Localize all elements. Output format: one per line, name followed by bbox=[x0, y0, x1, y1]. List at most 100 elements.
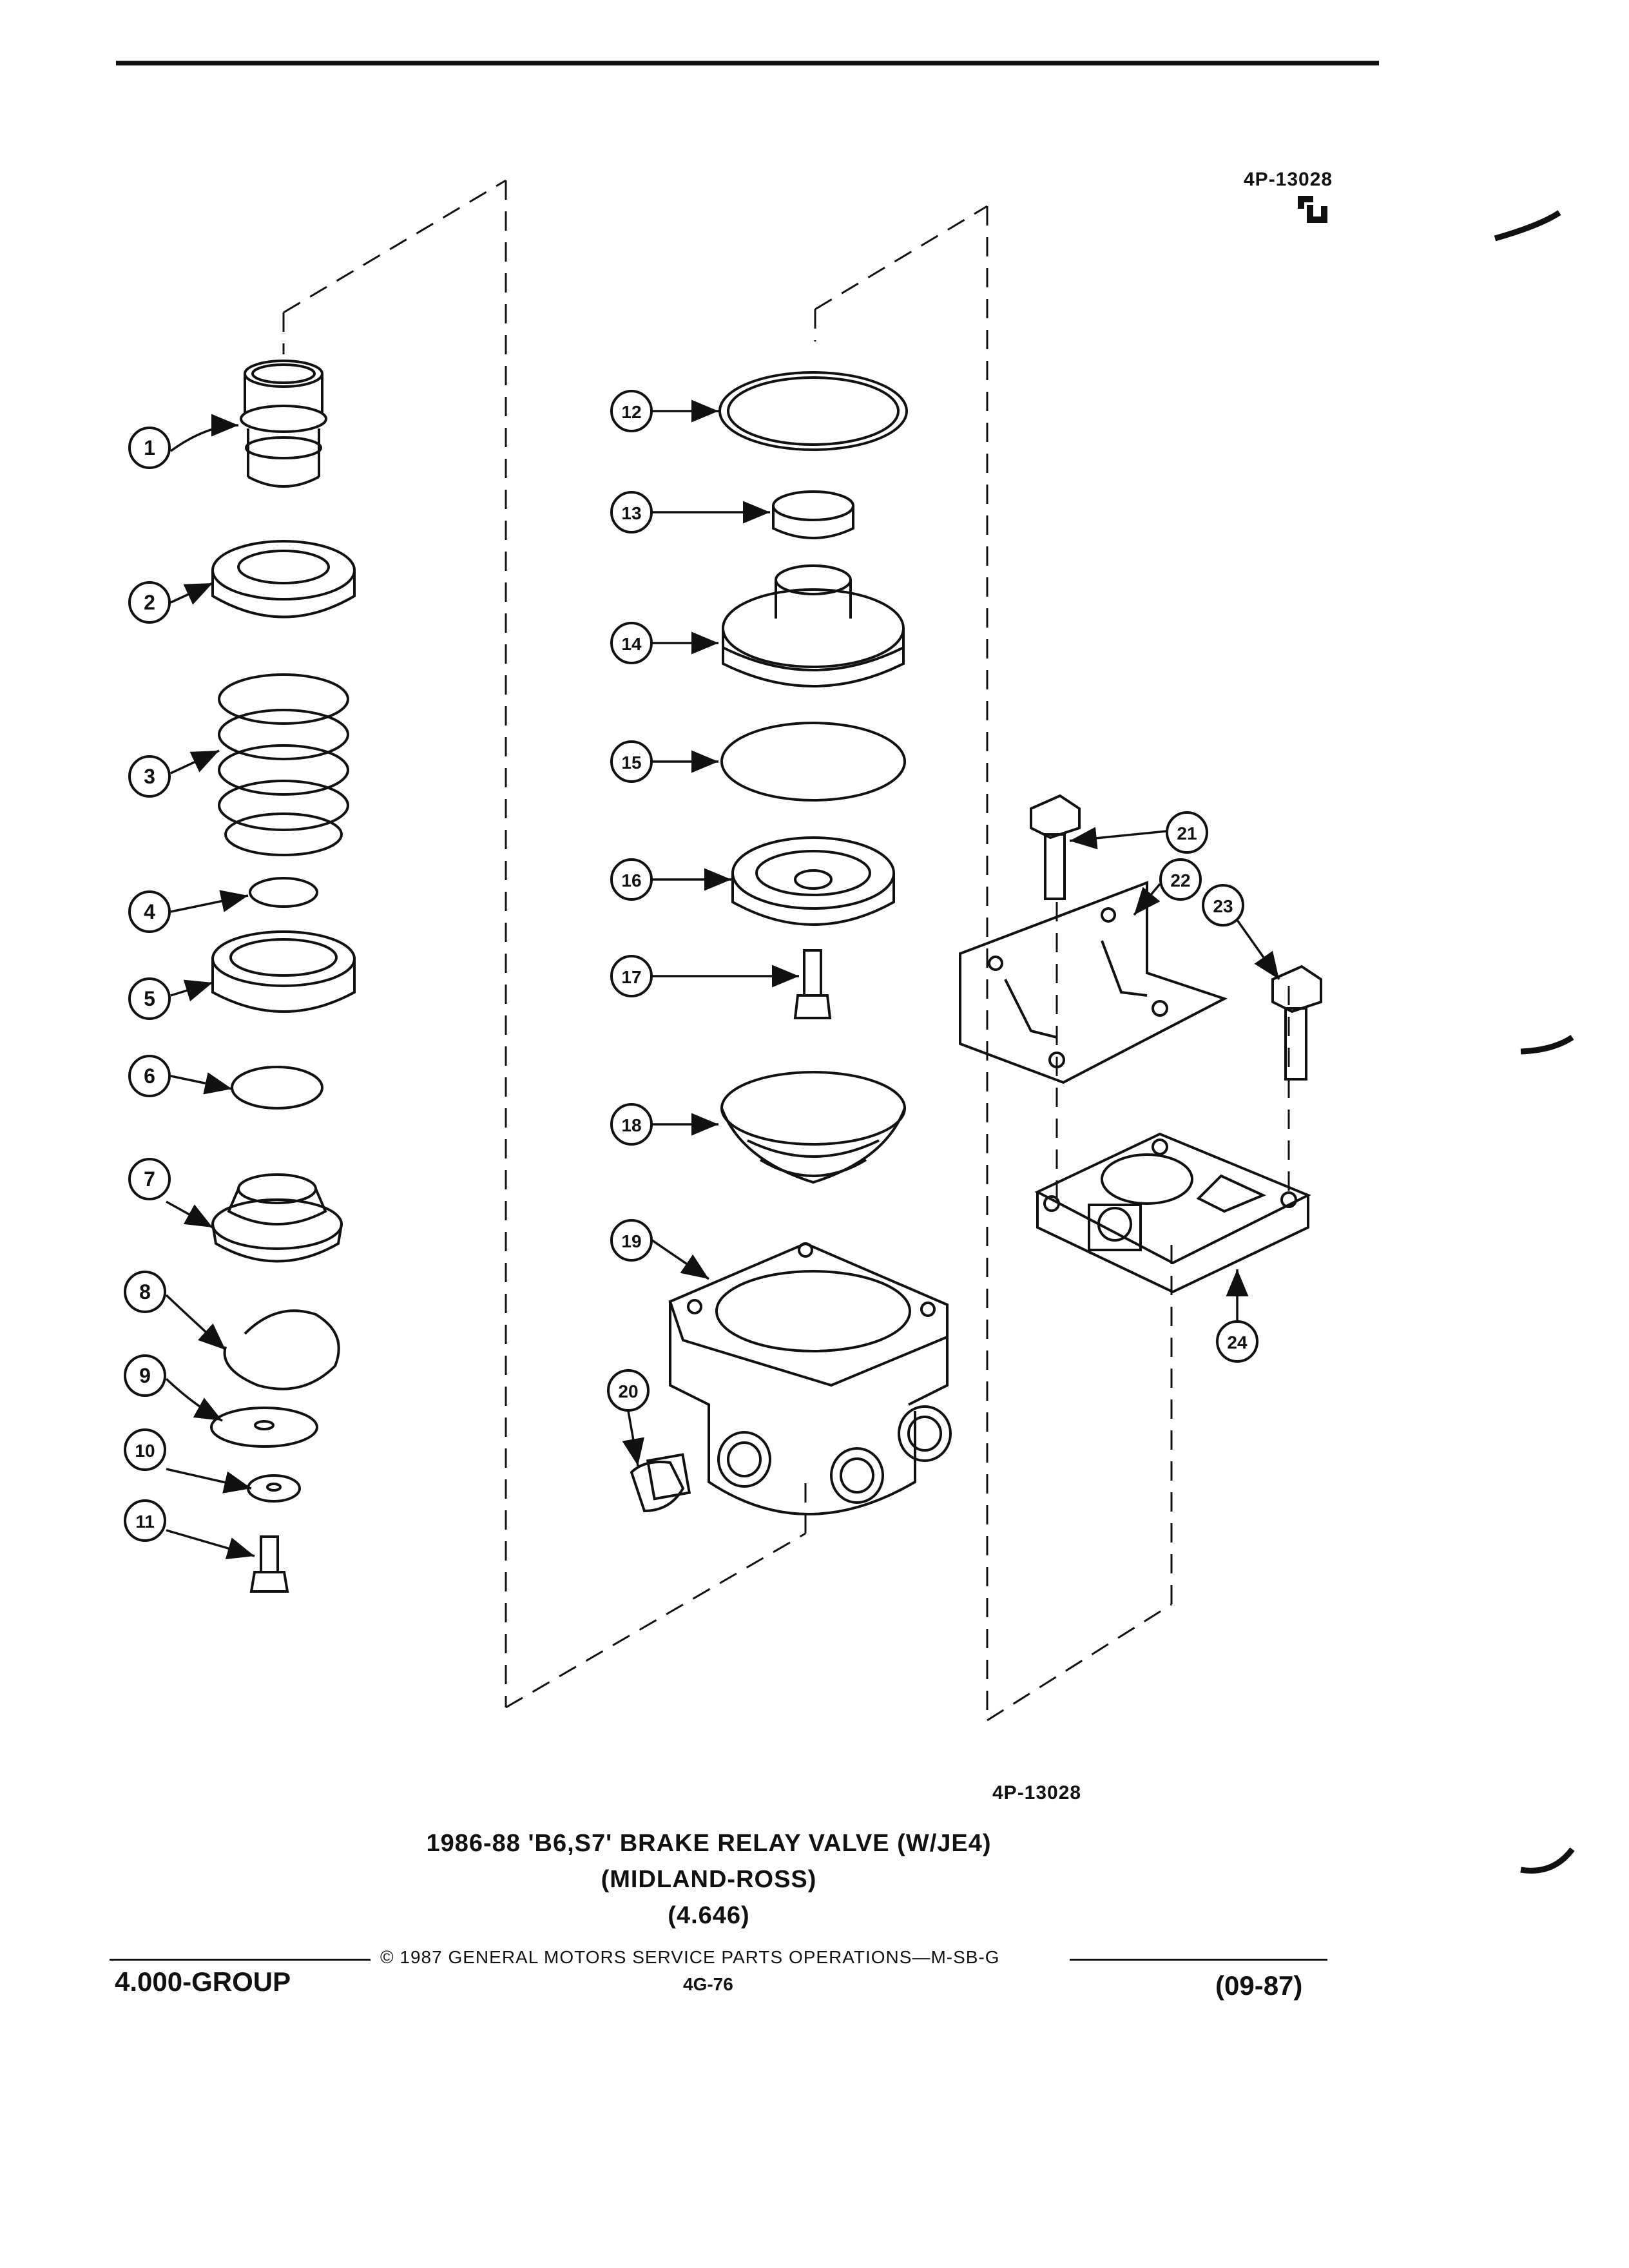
callout-circle-2 bbox=[128, 581, 171, 624]
leader-20 bbox=[622, 1410, 644, 1466]
leader-10 bbox=[166, 1468, 252, 1494]
leader-19 bbox=[651, 1239, 709, 1280]
callout-circle-14 bbox=[610, 622, 653, 664]
gm-spo-logo-icon bbox=[1298, 196, 1327, 223]
callout-number-15: 15 bbox=[621, 753, 641, 773]
callout-number-18: 18 bbox=[621, 1115, 641, 1135]
part-7-retainer bbox=[211, 1173, 343, 1263]
callout-number-17: 17 bbox=[621, 967, 641, 987]
callout-number-23: 23 bbox=[1213, 896, 1233, 916]
part-17-screw bbox=[793, 949, 832, 1019]
page-title-line-1: 1986-88 'B6,S7' BRAKE RELAY VALVE (W/JE4… bbox=[426, 1830, 992, 1857]
callout-circle-6 bbox=[128, 1055, 171, 1097]
edge-mark bbox=[1494, 210, 1561, 242]
callout-circle-19 bbox=[610, 1219, 653, 1262]
callout-circle-5 bbox=[128, 977, 171, 1020]
callout-circle-17 bbox=[610, 955, 653, 997]
part-14-piston bbox=[722, 564, 905, 687]
part-4-o-ring bbox=[249, 877, 318, 908]
leader-4 bbox=[170, 890, 249, 913]
leader-3 bbox=[170, 749, 220, 774]
callout-number-2: 2 bbox=[144, 591, 155, 614]
reference-number-bottom: 4P-13028 bbox=[992, 1782, 1082, 1803]
callout-circle-11 bbox=[124, 1499, 166, 1542]
part-3-spring bbox=[218, 673, 349, 856]
callout-circle-20 bbox=[607, 1369, 650, 1412]
part-6-o-ring bbox=[231, 1066, 323, 1110]
callout-number-21: 21 bbox=[1177, 823, 1197, 843]
center-frame-dashed-lines bbox=[814, 205, 1290, 1722]
callout-number-6: 6 bbox=[144, 1064, 155, 1088]
callout-circle-16 bbox=[610, 858, 653, 901]
part-1-sleeve bbox=[240, 360, 327, 488]
callout-circle-1 bbox=[128, 427, 171, 469]
callout-circle-22 bbox=[1159, 858, 1202, 901]
leader-9 bbox=[165, 1378, 223, 1422]
part-8-snap-ring bbox=[223, 1309, 340, 1390]
part-21-bolt bbox=[1030, 794, 1081, 900]
leader-6 bbox=[170, 1072, 233, 1095]
callout-number-3: 3 bbox=[144, 765, 155, 788]
part-15-seal bbox=[720, 722, 906, 802]
part-18-spring-cup bbox=[720, 1071, 906, 1184]
callout-circle-4 bbox=[128, 890, 171, 933]
leader-2 bbox=[170, 582, 213, 605]
callout-number-19: 19 bbox=[621, 1231, 641, 1251]
callout-circle-13 bbox=[610, 491, 653, 533]
copyright-notice: © 1987 GENERAL MOTORS SERVICE PARTS OPER… bbox=[380, 1947, 1000, 1967]
page-title-line-3: (4.646) bbox=[668, 1902, 750, 1929]
callout-number-10: 10 bbox=[135, 1441, 155, 1461]
callout-circle-10 bbox=[124, 1428, 166, 1471]
leader-23 bbox=[1236, 919, 1280, 981]
part-20-plug bbox=[630, 1453, 691, 1513]
callout-number-11: 11 bbox=[135, 1512, 155, 1532]
callout-number-1: 1 bbox=[144, 436, 155, 459]
date-label: (09-87) bbox=[1215, 1970, 1303, 2001]
callout-number-8: 8 bbox=[139, 1280, 151, 1303]
edge-mark bbox=[1520, 1847, 1575, 1874]
callout-circle-23 bbox=[1202, 884, 1244, 927]
leader-7 bbox=[166, 1200, 213, 1229]
part-9-washer bbox=[210, 1407, 318, 1448]
callout-circle-7 bbox=[128, 1158, 171, 1200]
leader-5 bbox=[170, 979, 213, 1002]
callout-number-13: 13 bbox=[621, 503, 641, 523]
callout-circle-8 bbox=[124, 1271, 166, 1313]
callout-circle-24 bbox=[1216, 1320, 1258, 1363]
part-23-bolt bbox=[1271, 965, 1322, 1081]
callout-circle-15 bbox=[610, 740, 653, 783]
footer-rule-right bbox=[1070, 1959, 1327, 1961]
leader-1 bbox=[169, 414, 239, 452]
leader-8 bbox=[165, 1294, 227, 1351]
callout-circle-3 bbox=[128, 755, 171, 798]
part-13-ring bbox=[772, 490, 854, 539]
callout-number-14: 14 bbox=[621, 634, 642, 654]
footer-rule-left bbox=[110, 1959, 371, 1961]
callout-circle-18 bbox=[610, 1103, 653, 1146]
callout-number-24: 24 bbox=[1227, 1332, 1248, 1352]
callout-number-16: 16 bbox=[621, 870, 641, 890]
leader-11 bbox=[166, 1529, 255, 1560]
reference-number-top: 4P-13028 bbox=[1244, 169, 1333, 190]
part-12-seal bbox=[718, 371, 908, 451]
part-11-screw bbox=[249, 1535, 289, 1593]
left-frame-dashed-lines bbox=[282, 179, 807, 1709]
callout-number-7: 7 bbox=[144, 1168, 155, 1191]
page-title-line-2: (MIDLAND-ROSS) bbox=[601, 1866, 817, 1893]
callout-circle-21 bbox=[1166, 811, 1208, 854]
edge-mark bbox=[1520, 1035, 1574, 1055]
callout-number-22: 22 bbox=[1170, 870, 1190, 890]
part-22-bracket bbox=[959, 881, 1228, 1084]
callout-number-9: 9 bbox=[139, 1364, 151, 1387]
group-label: 4.000-GROUP bbox=[115, 1966, 291, 1997]
callout-number-20: 20 bbox=[618, 1381, 638, 1401]
callout-circle-9 bbox=[124, 1354, 166, 1397]
part-24-cover bbox=[1034, 1132, 1311, 1294]
page-code: 4G-76 bbox=[683, 1974, 733, 1994]
part-16-cup bbox=[731, 836, 895, 926]
callout-number-5: 5 bbox=[144, 987, 155, 1010]
part-2-washer bbox=[211, 540, 356, 619]
part-19-valve-body bbox=[668, 1242, 952, 1515]
